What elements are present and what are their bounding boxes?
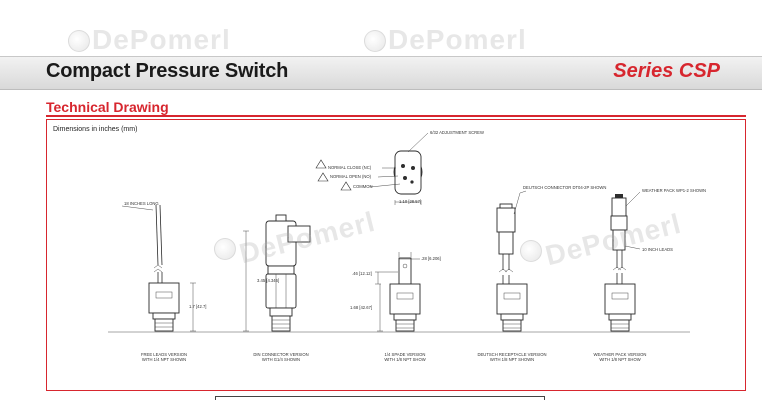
watermark-logo [364,30,386,52]
section-divider [46,115,746,117]
spade-width-label: .28 [6.206] [421,256,441,261]
deutsch-diagram [496,190,528,332]
spade-diagram [375,252,421,332]
caption-deutsch-line1: DEUTSCH RECEPTACLE VERSION [477,352,546,357]
din-connector-diagram [243,214,311,332]
spade-tab-label: .46 [12.12] [352,271,372,276]
caption-free-leads-line1: FREE LEADS VERSION [141,352,187,357]
watermark-logo [68,30,90,52]
caption-weather-pack-line1: WEATHER PACK VERSION [594,352,647,357]
caption-din-line2: WITH G1/4 SHOWN [262,357,300,362]
free-height-label: 1.7 [42.7] [189,304,206,309]
caption-din-line1: DIN CONNECTOR VERSION [253,352,308,357]
weather-pack-diagram [604,191,641,332]
caption-spade-line2: WITH 1/8 NPT SHOW [384,357,425,362]
common-label: COMMON [353,184,373,189]
series-title: Series CSP [613,60,720,82]
din-height-label: 3.45 [4.346] [257,278,279,283]
dimensions-note: Dimensions in inches (mm) [53,126,138,133]
header-bar [0,56,762,90]
top-view-diagram [315,132,429,205]
normal-open-label: NORMAL OPEN (NO) [330,174,372,179]
watermark-logo [214,238,236,260]
weather-pack-label: WEATHER PACK WP1-2 SHOWN [642,188,706,193]
caption-weather-pack-line2: WITH 1/8 NPT SHOW [599,357,640,362]
watermark-logo [520,240,542,262]
leads-long-label: 18 INCHES LONG [124,201,159,206]
caption-deutsch-line2: WITH 1/8 NPT SHOWN [490,357,534,362]
free-leads-diagram [121,204,196,332]
adjustment-screw-label: 6/32 ADJUSTMENT SCREW [430,130,484,135]
page-title: Compact Pressure Switch [46,60,289,82]
top-dim-label: 1.10 [28.57] [399,199,421,204]
caption-free-leads-line2: WITH 1/4 NPT SHOWN [142,357,186,362]
caption-spade-line1: 1/4 SPADE VERSION [385,352,426,357]
deutsch-connector-label: DEUTSCH CONNECTOR DT04-2P SHOWN [523,185,606,190]
section-heading: Technical Drawing [46,99,169,115]
spade-height-label: 1.68 [42.67] [350,305,372,310]
leads-10-label: 10 INCH LEADS [642,247,673,252]
normal-close-label: NORMAL CLOSE (NC) [328,165,372,170]
bottom-ruler [215,396,545,400]
